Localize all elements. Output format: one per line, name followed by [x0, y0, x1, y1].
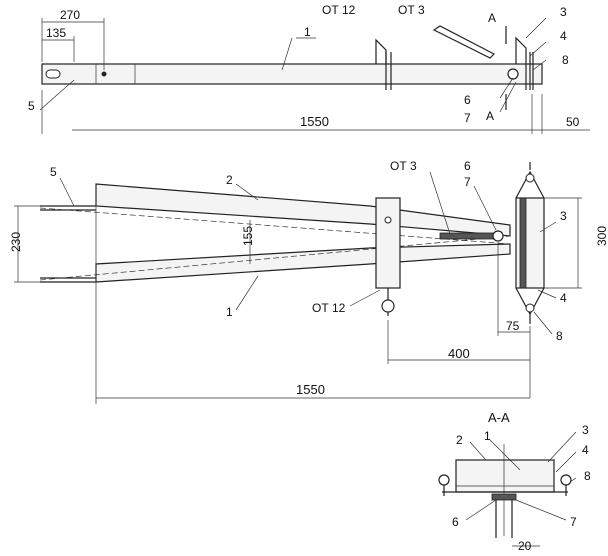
- callout-6-section: 6: [452, 515, 459, 529]
- eye-bolt-left: [438, 474, 450, 486]
- callout-1-plan: 1: [226, 305, 233, 319]
- clamp-ot12: [375, 197, 401, 289]
- section-view: [438, 431, 577, 547]
- callout-2-section: 2: [456, 433, 463, 447]
- section-body: [455, 459, 555, 493]
- callout-8-plan: 8: [556, 329, 563, 343]
- section-mark-bottom: A: [486, 109, 494, 123]
- callout-7-plan: 7: [464, 175, 471, 189]
- ref-ot3-side: ОТ 3: [398, 3, 425, 17]
- dim-400: 400: [448, 346, 470, 361]
- callout-1-section: 1: [484, 429, 491, 443]
- tie-rod-plan: [439, 232, 501, 240]
- callout-5-plan: 5: [50, 165, 57, 179]
- dim-50: 50: [566, 115, 580, 129]
- callout-1-side: 1: [304, 25, 311, 39]
- eye-bolt-right: [560, 474, 572, 486]
- side-bar: [41, 63, 543, 85]
- tie-ot3: [432, 25, 496, 59]
- dim-20: 20: [518, 539, 532, 553]
- callout-8-side: 8: [562, 53, 569, 67]
- callout-7-side: 7: [464, 111, 471, 125]
- dim-135: 135: [46, 26, 66, 40]
- section-mark-top: A: [488, 11, 496, 25]
- dim-1550-plan: 1550: [296, 382, 325, 397]
- callout-8-section: 8: [584, 469, 591, 483]
- dim-155: 155: [241, 226, 255, 246]
- callout-3-plan: 3: [560, 209, 567, 223]
- callout-6-plan: 6: [464, 159, 471, 173]
- dim-1550-side: 1550: [300, 114, 329, 129]
- callout-4-plan: 4: [560, 291, 567, 305]
- callout-3-section: 3: [582, 423, 589, 437]
- bracket-ot12: [375, 38, 387, 64]
- dim-300: 300: [595, 226, 608, 246]
- callout-5-side: 5: [28, 99, 35, 113]
- slot-hole: [45, 69, 61, 79]
- lower-bar: [95, 243, 511, 283]
- callout-3-side: 3: [560, 5, 567, 19]
- ref-ot3-plan: ОТ 3: [390, 159, 417, 173]
- callout-6-side: 6: [464, 93, 471, 107]
- callout-7-section: 7: [570, 515, 577, 529]
- pin-hole: [101, 71, 107, 77]
- section-title: А-А: [488, 410, 510, 425]
- callout-2-plan: 2: [226, 173, 233, 187]
- ref-ot12-side: ОТ 12: [322, 3, 356, 17]
- callout-4-section: 4: [582, 443, 589, 457]
- bolt-head: [507, 68, 519, 80]
- dim-75: 75: [506, 319, 520, 333]
- ref-ot12-plan: ОТ 12: [312, 301, 346, 315]
- end-clamp: [515, 36, 527, 90]
- dim-270: 270: [60, 8, 80, 22]
- side-view: [39, 17, 590, 134]
- callout-4-side: 4: [560, 29, 567, 43]
- plan-view: [14, 162, 582, 404]
- dim-230: 230: [9, 232, 23, 252]
